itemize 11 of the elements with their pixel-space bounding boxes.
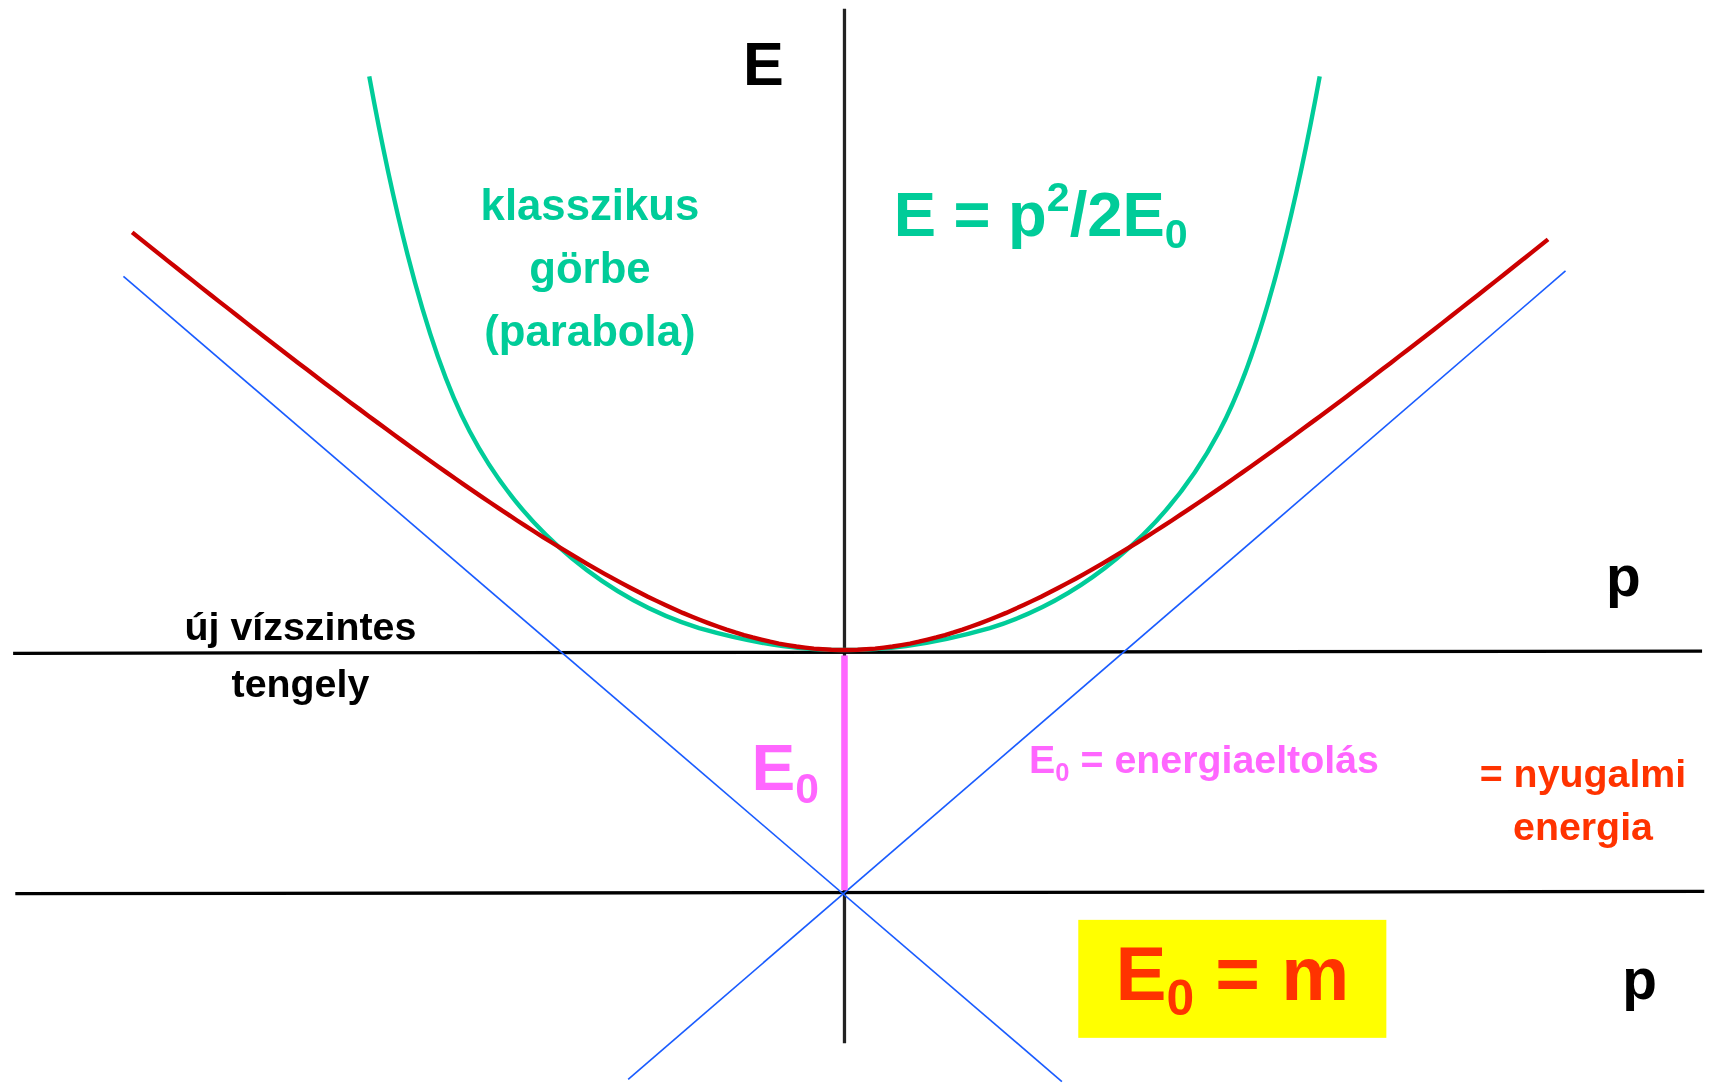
axis-label: p — [1622, 948, 1657, 1011]
formula: E = p$^{2}$/2E$_{0}$ — [893, 174, 1188, 258]
highlight-box — [1078, 919, 1387, 1038]
energy-label: E$_{0}$ — [751, 731, 820, 813]
equation-text: E$_{0}$ = m — [1115, 932, 1350, 1026]
axis-label: p — [1605, 546, 1641, 609]
definition-text: E$_{0}$ = energiaeltolás — [1029, 738, 1379, 788]
definition-text: = nyugalmi energia — [1478, 749, 1688, 851]
axis-label: E — [742, 30, 784, 98]
axis-label: új vízszintes tengely — [183, 603, 418, 708]
curve-label: klasszikus görbe (parabola) — [479, 179, 701, 358]
